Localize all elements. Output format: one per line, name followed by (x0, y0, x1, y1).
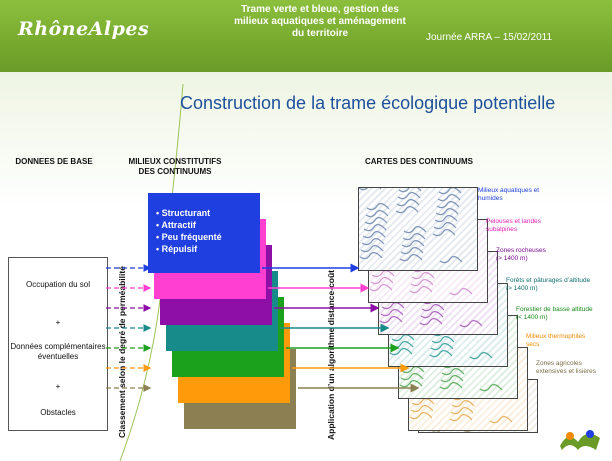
header-banner: RhôneAlpes Trame verte et bleue, gestion… (0, 0, 612, 72)
plus-sign: + (55, 318, 61, 327)
legend-item: • Peu fréquenté (156, 232, 222, 242)
continuum-label: Forêts et pâturages d’altitude (> 1400 m… (506, 277, 591, 292)
plus-sign: + (55, 382, 61, 391)
occupation-label: Occupation du sol (25, 280, 91, 289)
header-title: Trame verte et bleue, gestion des milieu… (234, 4, 406, 39)
continuum-map (358, 187, 478, 271)
partner-logo-icon (560, 430, 600, 450)
legend-item: • Répulsif (156, 244, 198, 254)
header-date: Journée ARRA – 15/02/2011 (426, 32, 553, 43)
column-heading-milieux: MILIEUX CONSTITUTIFS DES CONTINUUMS (128, 157, 222, 176)
continuum-label: Pelouses et landes subalpines (486, 218, 541, 233)
column-heading-donnees: DONNEES DE BASE (15, 157, 93, 166)
continuum-label: Milieux thermophiles secs (526, 333, 586, 348)
continuum-label: Zones agricoles extensives et lisières (536, 360, 596, 375)
continuum-label: Forestier de basse altitude (< 1400 m) (516, 306, 593, 321)
base-data-box: Occupation du sol + Données complémentai… (8, 257, 108, 431)
slide-title: Construction de la trame écologique pote… (180, 93, 556, 113)
legend-item: • Structurant (156, 208, 211, 218)
permeability-legend: • Structurant • Attractif • Peu fréquent… (148, 193, 260, 273)
column-heading-cartes: CARTES DES CONTINUUMS (364, 157, 473, 166)
continuum-label: Milieux aquatiques et humides (478, 187, 540, 202)
continuum-label: Zones rocheuses (> 1400 m) (496, 247, 546, 262)
donnees-complementaires-label: Données complémentaires éventuelles (10, 342, 106, 361)
rhone-alpes-logo: RhôneAlpes (18, 18, 150, 40)
obstacles-label: Obstacles (40, 408, 76, 417)
legend-item: • Attractif (156, 220, 196, 230)
